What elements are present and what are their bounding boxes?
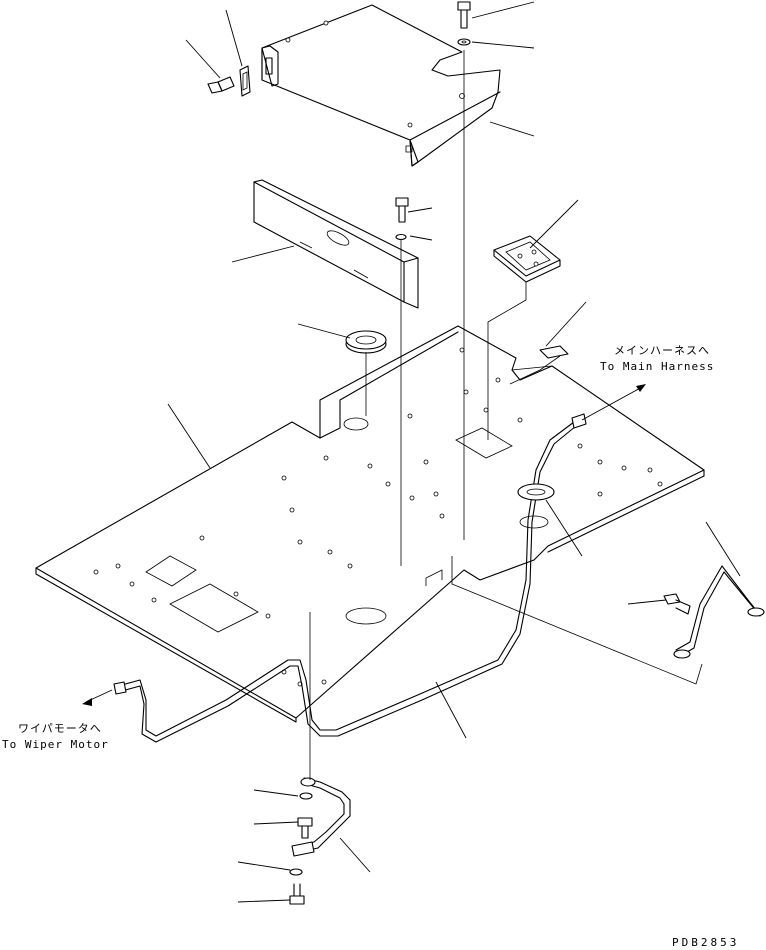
grommet-round bbox=[345, 330, 387, 354]
grommet-square bbox=[493, 235, 561, 283]
wire-harness bbox=[113, 413, 587, 857]
floor-plate bbox=[35, 325, 705, 723]
cover-plate bbox=[253, 179, 419, 309]
main-harness-label-jp: メインハーネスへ bbox=[614, 344, 710, 357]
rod-bracket-right bbox=[663, 565, 765, 659]
assembly-lines bbox=[309, 50, 703, 780]
drawing-code: PDB2853 bbox=[672, 936, 740, 949]
cover-bracket bbox=[261, 4, 501, 167]
bracket-bolt-top-left bbox=[207, 65, 251, 97]
bolt-washer-top bbox=[457, 1, 471, 46]
wiper-motor-label-en: To Wiper Motor bbox=[2, 738, 109, 751]
wiper-motor-label-jp: ワイパモータへ bbox=[18, 722, 102, 735]
arrow-to-wiper-motor bbox=[82, 689, 113, 706]
bolt-washer-middle bbox=[395, 197, 409, 241]
main-harness-label-en: To Main Harness bbox=[600, 360, 715, 373]
arrow-to-main-harness bbox=[581, 384, 646, 421]
leader-lines bbox=[167, 1, 741, 903]
clip bbox=[539, 345, 569, 359]
bolts-washers-bottom bbox=[289, 792, 313, 905]
